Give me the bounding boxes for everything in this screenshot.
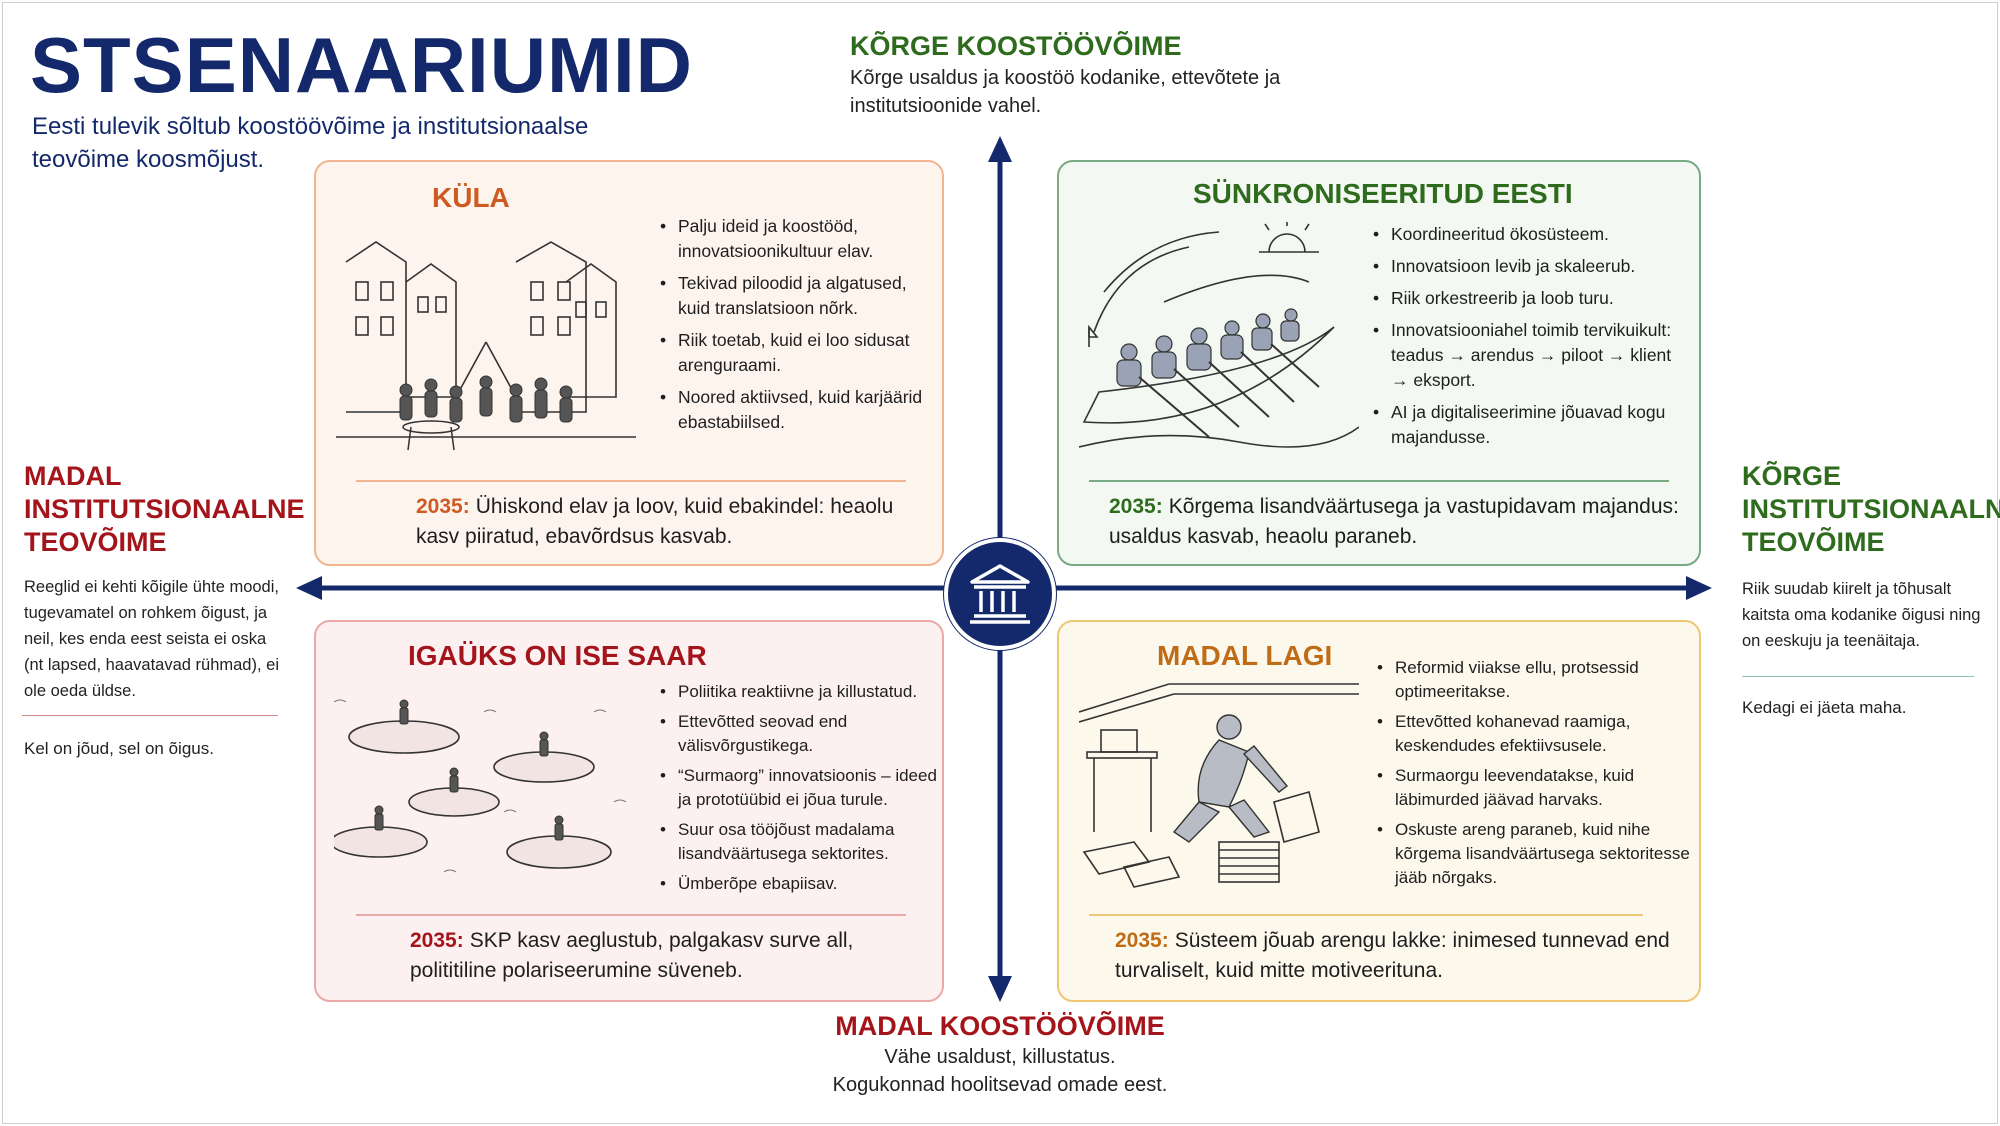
scenario-title: MADAL LAGI [1157, 640, 1333, 671]
scenario-bullet: Tekivad piloodid ja algatused, kuid tran… [656, 271, 936, 321]
axis-bottom-heading: MADAL KOOSTÖÖVÕIME [835, 1011, 1165, 1041]
axis-bottom-text: Vähe usaldust, killustatus. Kogukonnad h… [780, 1043, 1220, 1099]
scenario-outcome: 2035:Süsteem jõuab arengu lakke: inimese… [1115, 926, 1675, 986]
axis-right-text: Riik suudab kiirelt ja tõhusalt kaitsta … [1742, 580, 1981, 650]
scenario-card-kula: KÜLA Palju [314, 160, 944, 566]
scenario-bullet: Suur osa tööjõust madalama lisandväärtus… [656, 818, 940, 866]
scenario-outcome-text: Süsteem jõuab arengu lakke: inimesed tun… [1115, 929, 1670, 982]
scenario-divider [356, 914, 906, 916]
scenario-divider [1089, 480, 1669, 482]
scenario-bullet: Palju ideid ja koostööd, innovatsiooniku… [656, 214, 936, 264]
axis-arrow-right-icon [1686, 576, 1712, 600]
institution-building-icon [970, 564, 1030, 624]
low-ceiling-worker-illustration-icon [1079, 683, 1359, 888]
scenario-bullets: Palju ideid ja koostööd, innovatsiooniku… [656, 214, 936, 442]
scenario-outcome: 2035:SKP kasv aeglustub, palgakasv surve… [410, 926, 930, 986]
axis-left-note: Kel on jõud, sel on õigus. [24, 739, 214, 758]
axis-arrow-left-icon [296, 576, 322, 600]
scenario-title: KÜLA [432, 182, 510, 213]
axis-left-heading: MADAL INSTITUTSIONAALNE TEOVÕIME [24, 461, 305, 557]
scenario-title: IGAÜKS ON ISE SAAR [408, 640, 707, 671]
village-street-illustration-icon [336, 241, 636, 451]
scenario-bullet: Ettevõtted seovad end välisvõrgustikega. [656, 710, 940, 758]
scenario-bullet: Ümberõpe ebapiisav. [656, 872, 940, 896]
scenario-outcome-text: SKP kasv aeglustub, palgakasv surve all,… [410, 929, 854, 982]
scenario-year: 2035: [1115, 929, 1169, 952]
scenario-year: 2035: [410, 929, 464, 952]
axis-top-text: Kõrge usaldus ja koostöö kodanike, ettev… [850, 67, 1281, 117]
scenario-bullet: Oskuste areng paraneb, kuid nihe kõrgema… [1373, 818, 1693, 890]
axis-right-divider [1742, 676, 1974, 677]
axis-left-divider [22, 715, 278, 716]
axis-bottom-text-line2: Kogukonnad hoolitsevad omade eest. [832, 1074, 1168, 1096]
scenario-bullets: Poliitika reaktiivne ja killustatud. Ett… [656, 680, 940, 902]
scenario-bullet: Noored aktiivsed, kuid karjäärid ebastab… [656, 385, 936, 435]
scenario-year: 2035: [1109, 495, 1163, 518]
axis-right-note: Kedagi ei jäeta maha. [1742, 698, 1907, 717]
axis-bottom-text-line1: Vähe usaldust, killustatus. [884, 1046, 1116, 1068]
scenario-bullet: Innovatsiooniahel toimib tervikuikult: t… [1369, 318, 1689, 393]
scenario-bullets: Koordineeritud ökosüsteem. Innovatsioon … [1369, 222, 1689, 457]
scenario-card-sync: SÜNKRONISEERITUD EESTI [1057, 160, 1701, 566]
axis-arrow-down-icon [988, 976, 1012, 1002]
scenario-card-lagi: MADAL LAGI Reformid viiakse ellu, protse… [1057, 620, 1701, 1002]
axis-left-text: Reeglid ei kehti kõigile ühte moodi, tug… [24, 578, 279, 700]
page-subtitle: Eesti tulevik sõltub koostöövõime ja ins… [32, 113, 589, 173]
islands-illustration-icon [334, 699, 627, 873]
scenario-bullet: Riik toetab, kuid ei loo sidusat arengur… [656, 328, 936, 378]
scenario-bullet: Riik orkestreerib ja loob turu. [1369, 286, 1689, 311]
scenario-bullet: “Surmaorg” innovatsioonis – ideed ja pro… [656, 764, 940, 812]
page-title: STSENAARIUMID [30, 21, 694, 109]
scenario-card-saar: IGAÜKS ON ISE SAAR Poliitika reaktiivne … [314, 620, 944, 1002]
scenario-bullet: AI ja digitaliseerimine jõuavad kogu maj… [1369, 400, 1689, 450]
center-emblem [944, 538, 1056, 650]
scenario-outcome: 2035:Ühiskond elav ja loov, kuid ebakind… [416, 492, 916, 552]
scenario-bullet: Poliitika reaktiivne ja killustatud. [656, 680, 940, 704]
scenario-divider [356, 480, 906, 482]
rowing-team-illustration-icon [1079, 222, 1359, 448]
scenario-title: SÜNKRONISEERITUD EESTI [1193, 178, 1573, 209]
scenario-divider [1089, 914, 1643, 916]
scenario-bullet: Koordineeritud ökosüsteem. [1369, 222, 1689, 247]
scenario-bullet: Surmaorgu leevendatakse, kuid läbimurded… [1373, 764, 1693, 812]
axis-top-heading: KÕRGE KOOSTÖÖVÕIME [850, 31, 1182, 61]
scenario-outcome-text: Kõrgema lisandväärtusega ja vastupidavam… [1109, 495, 1679, 548]
scenario-outcome-text: Ühiskond elav ja loov, kuid ebakindel: h… [416, 495, 894, 548]
scenario-bullet: Ettevõtted kohanevad raamiga, keskendude… [1373, 710, 1693, 758]
scenario-outcome: 2035:Kõrgema lisandväärtusega ja vastupi… [1109, 492, 1679, 552]
scenario-year: 2035: [416, 495, 470, 518]
scenario-bullet: Innovatsioon levib ja skaleerub. [1369, 254, 1689, 279]
scenario-bullets: Reformid viiakse ellu, protsessid optime… [1373, 656, 1693, 896]
axis-right-heading: KÕRGE INSTITUTSIONAALNE TEOVÕIME [1742, 461, 2000, 557]
axis-arrow-up-icon [988, 136, 1012, 162]
scenario-bullet: Reformid viiakse ellu, protsessid optime… [1373, 656, 1693, 704]
